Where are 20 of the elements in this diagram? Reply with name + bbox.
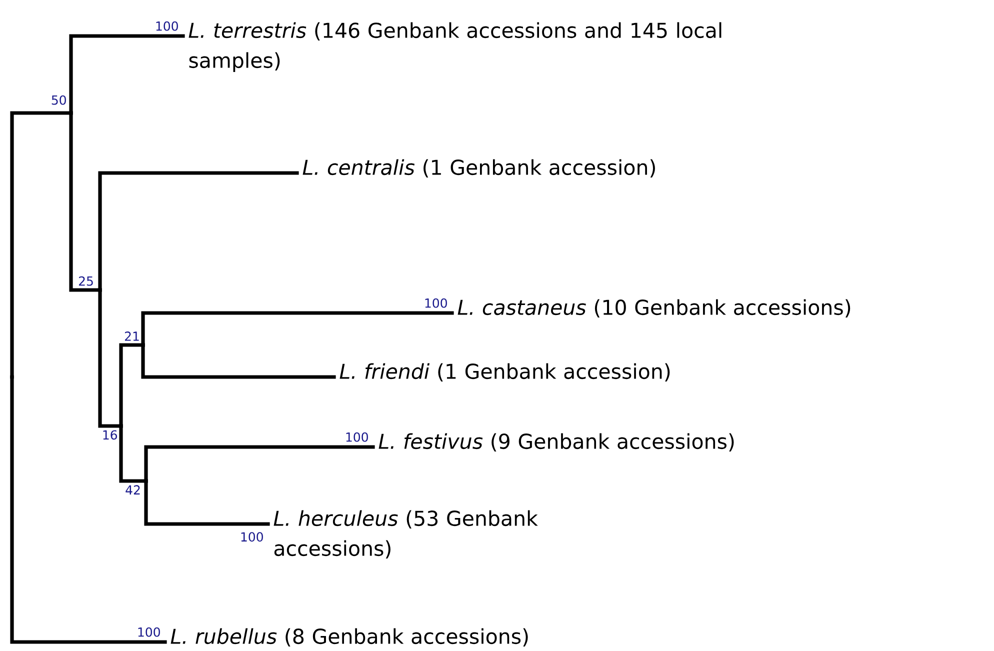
species-label: L. festivus (9 Genbank accessions) <box>378 433 734 452</box>
bootstrap-value: 50 <box>52 95 66 105</box>
bootstrap-value: 100 <box>346 432 368 442</box>
species-label: L. rubellus (8 Genbank accessions) <box>170 628 528 646</box>
bootstrap-value: 100 <box>138 627 160 637</box>
bootstrap-value: 25 <box>78 276 93 286</box>
bootstrap-value: 100 <box>156 21 178 31</box>
tree-branch <box>141 343 336 379</box>
bootstrap-value: 42 <box>126 485 140 494</box>
bootstrap-value: 16 <box>103 430 118 440</box>
species-label: L. friendi (1 Genbank accession) <box>340 363 670 382</box>
species-label: L. herculeus (53 Genbank accessions) <box>274 510 538 558</box>
species-label: L. centralis (1 Genbank accession) <box>302 159 655 178</box>
bootstrap-value: 100 <box>241 532 263 542</box>
species-label: L. terrestris (146 Genbank accessions and 145 local samples) <box>188 22 722 72</box>
tree-branch <box>144 479 270 526</box>
species-label: L. castaneus (10 Genbank accessions) <box>458 299 850 318</box>
bootstrap-value: 100 <box>425 298 447 308</box>
bootstrap-value: 21 <box>124 332 139 341</box>
tree-branch <box>10 375 167 644</box>
